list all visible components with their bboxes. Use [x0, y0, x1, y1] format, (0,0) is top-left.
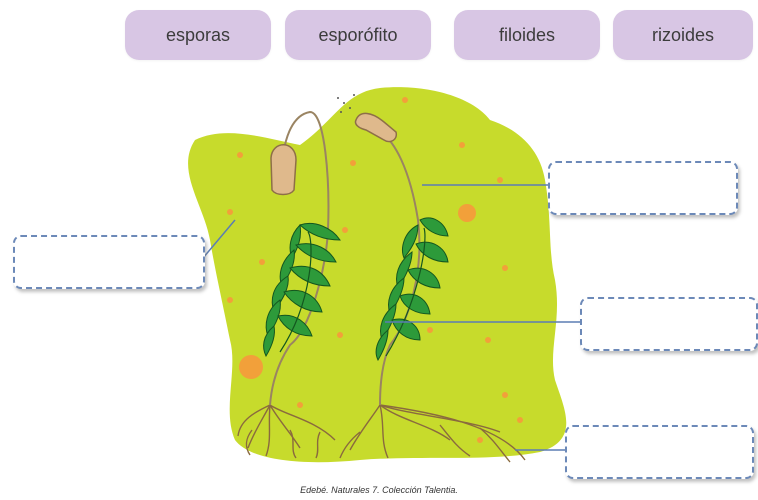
- word-chip-rizoides[interactable]: rizoides: [613, 10, 753, 60]
- green-background-blob: [188, 87, 566, 462]
- answer-box-right-3[interactable]: [565, 425, 754, 479]
- word-chip-filoides[interactable]: filoides: [454, 10, 600, 60]
- word-chip-esporas[interactable]: esporas: [125, 10, 271, 60]
- word-chip-esporofito[interactable]: esporófito: [285, 10, 431, 60]
- left-capsule: [271, 145, 296, 195]
- answer-box-right-2[interactable]: [580, 297, 758, 351]
- image-credit-caption: Edebé. Naturales 7. Colección Talentia.: [0, 485, 758, 495]
- answer-box-right-1[interactable]: [548, 161, 738, 215]
- answer-box-left[interactable]: [13, 235, 205, 289]
